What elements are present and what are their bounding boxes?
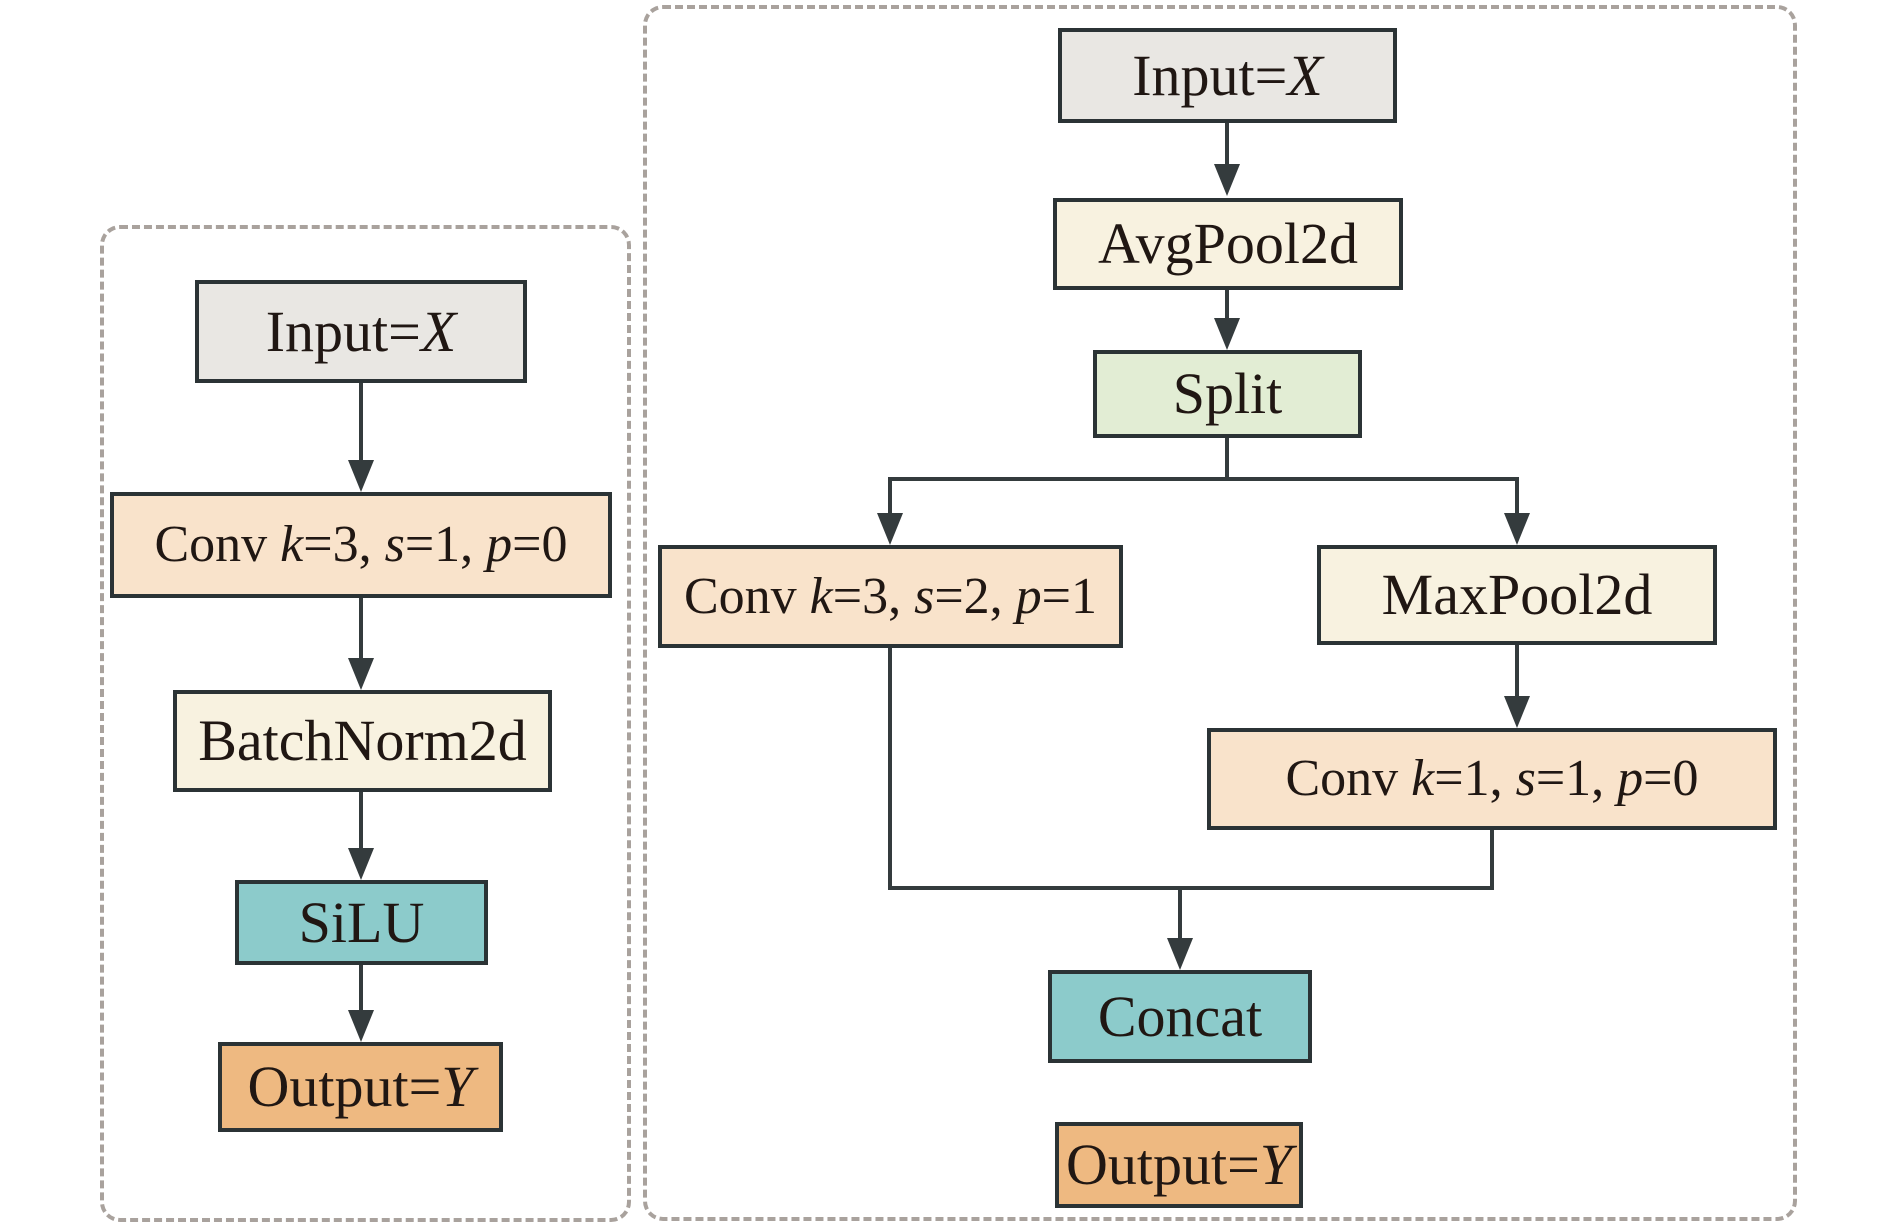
arrowhead-icon <box>348 658 374 690</box>
arrowhead-icon <box>348 1010 374 1042</box>
edge-line <box>1515 645 1519 696</box>
node-conv-branch-right: Conv k=1, s=1, p=0 <box>1207 728 1777 830</box>
edge-line <box>1225 123 1229 164</box>
arrowhead-icon <box>877 513 903 545</box>
arrowhead-icon <box>1214 164 1240 196</box>
node-conv-left-label: Conv k=3, s=1, p=0 <box>154 516 568 573</box>
edge-line <box>359 965 363 1010</box>
right-module-panel <box>643 5 1797 1221</box>
node-input-right: Input=X <box>1058 28 1397 123</box>
node-output-right-label: Output=Y <box>1065 1132 1293 1197</box>
node-batchnorm-label: BatchNorm2d <box>198 708 527 773</box>
arrowhead-icon <box>348 460 374 492</box>
arrowhead-icon <box>1167 938 1193 970</box>
arrowhead-icon <box>1214 318 1240 350</box>
node-input-right-label: Input=X <box>1132 42 1323 108</box>
node-input-left: Input=X <box>195 280 527 383</box>
node-concat-label: Concat <box>1097 983 1263 1049</box>
node-conv-branch-right-label: Conv k=1, s=1, p=0 <box>1285 750 1699 807</box>
edge-line <box>359 792 363 848</box>
arrowhead-icon <box>1504 513 1530 545</box>
node-conv-branch-left: Conv k=3, s=2, p=1 <box>658 545 1123 648</box>
node-split: Split <box>1093 350 1362 438</box>
node-silu: SiLU <box>235 880 488 965</box>
node-silu-label: SiLU <box>298 889 425 955</box>
node-avgpool-label: AvgPool2d <box>1098 211 1358 276</box>
node-output-left-label: Output=Y <box>247 1054 474 1119</box>
edge-line <box>888 886 1494 890</box>
node-conv-branch-left-label: Conv k=3, s=2, p=1 <box>683 567 1097 625</box>
edge-line <box>1225 290 1229 318</box>
node-output-left: Output=Y <box>218 1042 503 1132</box>
node-input-left-label: Input=X <box>265 298 457 364</box>
edge-line <box>1490 830 1494 890</box>
edge-line <box>359 598 363 658</box>
node-split-label: Split <box>1172 361 1283 426</box>
node-conv-left: Conv k=3, s=1, p=0 <box>110 492 612 598</box>
node-avgpool: AvgPool2d <box>1053 198 1403 290</box>
node-output-right: Output=Y <box>1055 1122 1303 1208</box>
node-concat: Concat <box>1048 970 1312 1063</box>
edge-line <box>888 648 892 890</box>
node-batchnorm: BatchNorm2d <box>173 690 552 792</box>
edge-line <box>1225 438 1229 481</box>
edge-line <box>359 383 363 460</box>
edge-line <box>888 477 892 515</box>
edge-line <box>1515 477 1519 515</box>
edge-line <box>1178 886 1182 938</box>
arrowhead-icon <box>348 848 374 880</box>
node-maxpool: MaxPool2d <box>1317 545 1717 645</box>
edge-line <box>888 477 1519 481</box>
node-maxpool-label: MaxPool2d <box>1381 562 1653 627</box>
arrowhead-icon <box>1504 696 1530 728</box>
left-module-panel <box>100 225 631 1222</box>
